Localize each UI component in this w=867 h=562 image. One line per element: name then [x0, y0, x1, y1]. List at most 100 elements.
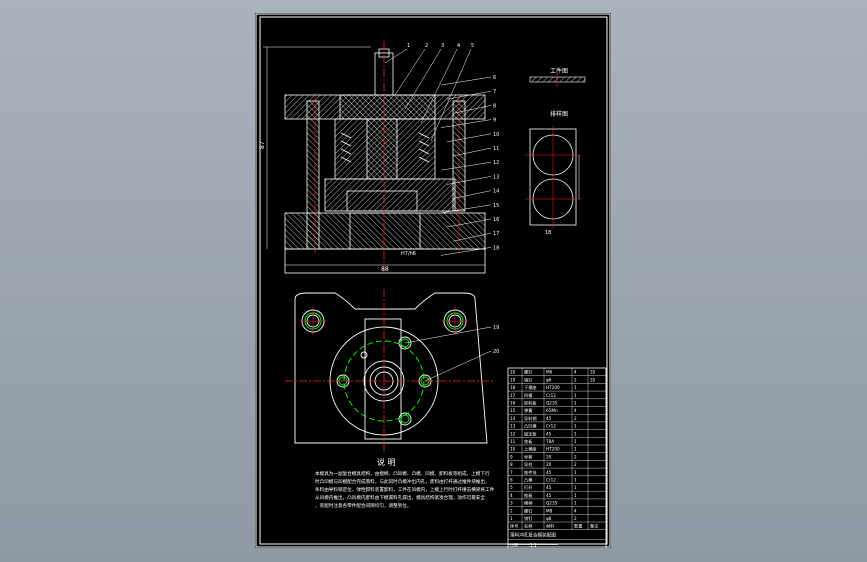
- notes-line-5: ，装配时注意各零件配合间隙均匀，调整到位。: [315, 502, 411, 509]
- callout-20: 20: [493, 349, 499, 355]
- notes-line-3: 条料由导料销定位，弹性卸料装置卸料，工件在凹模内，上模上行时打杆撞击横梁将工件: [315, 486, 495, 493]
- bom-cell: 1: [574, 431, 577, 436]
- bom-cell: 20: [546, 462, 552, 467]
- title-block-field: 1:1: [530, 543, 537, 548]
- bom-cell: 销钉: [524, 515, 533, 522]
- bom-cell: 4: [574, 408, 577, 413]
- bom-cell: 垫板: [524, 438, 533, 445]
- bom-cell: 备注: [590, 523, 599, 530]
- bom-cell: M6: [546, 370, 553, 375]
- bom-cell: HT200: [546, 385, 560, 390]
- bom-cell: 45: [546, 416, 552, 421]
- bom-cell: 13: [510, 424, 516, 429]
- bom-cell: 16: [510, 401, 516, 406]
- callout-12: 12: [493, 160, 499, 166]
- bom-cell: 1: [574, 485, 577, 490]
- notes-line-2: 时凸凹模与凹模配合完成落料，与此同时凸模冲出内孔，废料由打杆通过推件块推出，: [315, 478, 490, 485]
- notes-line-4: 从凹模内推出，凸凹模内废料由下模漏料孔漏出，模具结构紧凑合理，动作可靠安全: [315, 494, 485, 501]
- bom-cell: 打杆: [524, 484, 533, 491]
- bom-cell: 材料: [546, 523, 555, 530]
- bom-cell: 2: [574, 377, 577, 382]
- bom-cell: 45: [546, 485, 552, 490]
- bom-cell: 推件块: [524, 469, 537, 476]
- bom-cell: 4: [510, 493, 513, 498]
- bom-cell: 4: [574, 508, 577, 513]
- lower-die-outline: [294, 292, 488, 444]
- bom-cell: 1: [574, 493, 577, 498]
- bom-cell: 1: [510, 516, 513, 521]
- callout-16: 16: [493, 217, 499, 223]
- callout-10: 10: [493, 132, 499, 138]
- bom-cell: 8: [510, 462, 513, 467]
- bom-cell: 1: [574, 470, 577, 475]
- notes-line-1: 本模具为一副复合模具结构，由模柄、凸凹模、凸模、凹模、卸料板等组成，上模下行: [315, 470, 490, 477]
- bom-cell: 19: [510, 377, 516, 382]
- bom-cell: 20: [546, 454, 552, 459]
- bom-cell: 序号: [510, 523, 518, 530]
- bom-cell: 45: [546, 431, 552, 436]
- bom-cell: 35: [590, 370, 596, 375]
- callout-18: 18: [493, 245, 499, 251]
- bom-cell: 导柱: [524, 461, 533, 468]
- bom-cell: Q235: [546, 501, 558, 506]
- notes-title: 说 明: [377, 457, 396, 467]
- title-block-field: 设计: [510, 547, 518, 548]
- dim-height: 87: [259, 141, 266, 149]
- bom-cell: 1: [574, 501, 577, 506]
- bom-cell: Cr12: [546, 393, 556, 398]
- callout-2: 2: [425, 43, 428, 49]
- front-section-view: [263, 46, 486, 274]
- bom-cell: 下模座: [524, 384, 537, 391]
- springs: [340, 132, 430, 163]
- bom-cell: 35: [590, 377, 596, 382]
- bom-cell: 45: [546, 470, 552, 475]
- bom-cell: Q235: [546, 401, 558, 406]
- bom-cell: 2: [574, 416, 577, 421]
- bom-cell: 20: [510, 370, 516, 375]
- bom-cell: 14: [510, 416, 516, 421]
- bom-cell: φ6: [546, 377, 552, 382]
- bom-cell: 卸料板: [524, 400, 537, 407]
- bom-cell: 3: [510, 501, 513, 506]
- callout-14: 14: [493, 189, 499, 195]
- bom-cell: 凹模: [524, 392, 533, 399]
- base-plate: [284, 248, 486, 274]
- callout-9: 9: [493, 118, 496, 124]
- workpiece-label: 工件图: [550, 67, 568, 75]
- bom-cell: 数量: [574, 523, 582, 530]
- bom-cell: 1: [574, 424, 577, 429]
- bom-cell: 2: [574, 462, 577, 467]
- outer-frame: [255, 13, 611, 548]
- bom-cell: 1: [574, 393, 577, 398]
- bom-cell: 推板: [524, 492, 533, 499]
- callout-8: 8: [493, 103, 496, 109]
- bom-cell: 1: [574, 385, 577, 390]
- callout-6: 6: [493, 75, 496, 81]
- workpiece-view: 工件图: [529, 67, 586, 87]
- bom-cell: 1: [574, 401, 577, 406]
- bom-cell: 7: [510, 470, 513, 475]
- bom-cell: 凸模: [524, 477, 533, 484]
- callout-4: 4: [457, 43, 460, 49]
- bom-cell: 15: [510, 408, 516, 413]
- bom-cell: 导料销: [524, 415, 537, 422]
- title-block-field: 共1张: [578, 547, 589, 548]
- bom-cell: 17: [510, 393, 516, 398]
- bom-cell: 2: [510, 508, 513, 513]
- bom-cell: 螺钉: [524, 507, 533, 514]
- callout-1: 1: [407, 43, 410, 49]
- bom-cell: 凸凹模: [524, 423, 537, 430]
- strip-label: 排样图: [550, 110, 568, 118]
- bom-cell: 1: [574, 478, 577, 483]
- bom-cell: M8: [546, 508, 553, 513]
- strip-layout-view: 排样图 18: [525, 110, 581, 236]
- callout-15: 15: [493, 203, 499, 209]
- callout-3: 3: [441, 43, 444, 49]
- bom-cell: HT200: [546, 447, 560, 452]
- title-block-name: 落料冲孔复合模装配图: [510, 532, 556, 539]
